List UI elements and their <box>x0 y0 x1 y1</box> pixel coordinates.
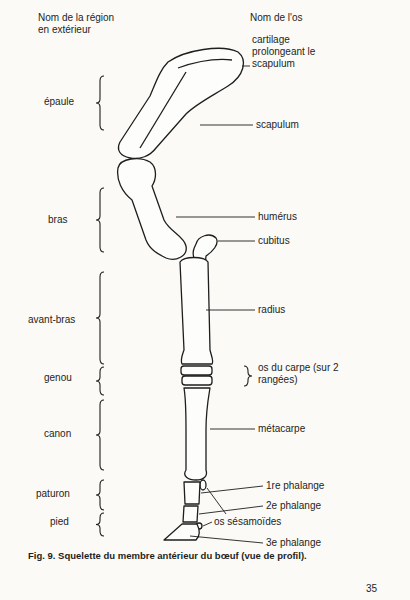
region-name: bras <box>48 214 98 226</box>
bone-name: os sésamoïdes <box>214 516 304 528</box>
region-brace <box>96 513 104 536</box>
region-brace <box>96 400 104 470</box>
column-heading: Nom de l'os <box>250 12 330 24</box>
region-brace <box>96 480 104 510</box>
bone-name: métacarpe <box>258 423 348 435</box>
region-name: genou <box>44 372 94 384</box>
leader-line <box>190 536 263 543</box>
region-brace <box>96 367 104 395</box>
region-name: canon <box>44 428 94 440</box>
leader-line <box>210 429 255 430</box>
bone-name: radius <box>258 304 338 316</box>
bone-name: 2e phalange <box>266 500 356 512</box>
scapular-spine <box>140 72 186 148</box>
leader-line <box>207 488 226 514</box>
column-heading: Nom de la région en extérieur <box>38 12 118 36</box>
figure-caption: Fig. 9. Squelette du membre antérieur du… <box>28 550 398 562</box>
region-name: avant-bras <box>28 314 98 326</box>
region-name: épaule <box>44 96 94 108</box>
humerus-bone <box>118 159 187 260</box>
bone-name: 3e phalange <box>266 537 356 549</box>
region-brace <box>96 76 104 130</box>
region-brace <box>96 272 104 364</box>
radius-bone <box>180 258 213 365</box>
bone-name: 1re phalange <box>266 480 356 492</box>
region-brace <box>244 366 252 386</box>
carpal-bone <box>181 366 212 375</box>
bone-name: cubitus <box>258 235 338 247</box>
sesamoid-bone <box>200 480 206 490</box>
leader-line <box>200 125 253 126</box>
metacarpal-bone <box>184 388 210 480</box>
bone-name: cartilage prolongeant le scapulum <box>252 34 322 70</box>
leader-line <box>203 522 212 526</box>
region-brace <box>96 188 104 252</box>
third-phalanx <box>164 524 199 540</box>
leader-line <box>242 66 250 67</box>
region-name: paturon <box>36 488 96 500</box>
first-phalanx <box>184 482 200 504</box>
region-name: pied <box>50 516 100 528</box>
leader-line <box>206 310 255 311</box>
bone-name: scapulum <box>256 119 336 131</box>
page-number: 35 <box>366 583 396 595</box>
leader-line <box>176 217 255 218</box>
bone-name: os du carpe (sur 2 rangées) <box>258 362 343 386</box>
leader-line <box>199 506 263 514</box>
scapula-bone <box>118 48 243 158</box>
cartilage-line <box>178 59 232 68</box>
second-phalanx <box>183 506 198 522</box>
bone-name: humérus <box>258 211 338 223</box>
leader-line <box>218 241 255 242</box>
carpal-bone <box>182 376 212 385</box>
